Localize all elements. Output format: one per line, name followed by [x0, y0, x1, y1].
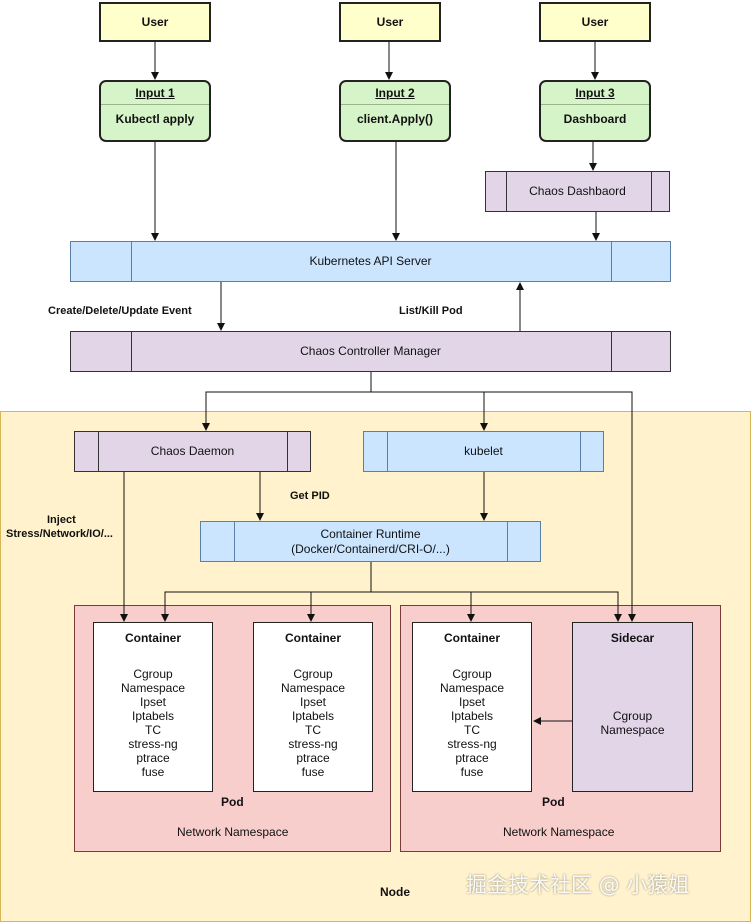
container-item: Iptabels	[131, 709, 175, 723]
container-box-1: Container Cgroup Namespace Ipset Iptabel…	[93, 622, 213, 792]
edge-runtime-sidecar	[471, 591, 622, 622]
kubelet-label: kubelet	[464, 444, 503, 458]
sidecar-item: Namespace	[600, 723, 665, 737]
container-item: Ipset	[458, 695, 485, 709]
api-server-box: Kubernetes API Server	[70, 241, 671, 282]
container-item-list: Cgroup Namespace Ipset Iptabels TC stres…	[413, 667, 531, 779]
node-label: Node	[380, 885, 410, 899]
container-item: Iptabels	[450, 709, 494, 723]
kubelet-box: kubelet	[363, 431, 604, 472]
container-item: ptrace	[296, 751, 330, 765]
container-box-3: Container Cgroup Namespace Ipset Iptabel…	[412, 622, 532, 792]
container-item: TC	[145, 723, 161, 737]
controller-manager-label: Chaos Controller Manager	[300, 344, 441, 358]
container-item: Iptabels	[291, 709, 335, 723]
container-item: fuse	[301, 765, 325, 779]
container-item: fuse	[460, 765, 484, 779]
input-1-divider	[101, 104, 209, 105]
create-event-label: Create/Delete/Update Event	[48, 305, 192, 317]
container-item: Namespace	[120, 681, 186, 695]
user-box-3: User	[539, 2, 651, 42]
container-runtime-box: Container Runtime (Docker/Containerd/CRI…	[200, 521, 541, 562]
user-box-2: User	[339, 2, 441, 42]
inject-label-line2: Stress/Network/IO/...	[6, 528, 113, 540]
container-item: fuse	[141, 765, 165, 779]
container-title: Container	[443, 631, 500, 645]
network-namespace-label-right: Network Namespace	[503, 825, 615, 839]
container-item: ptrace	[136, 751, 170, 765]
container-item: Namespace	[439, 681, 505, 695]
container-item: Namespace	[280, 681, 346, 695]
container-item-list: Cgroup Namespace Ipset Iptabels TC stres…	[94, 667, 212, 779]
input-3-title: Input 3	[575, 86, 615, 100]
container-item: Cgroup	[293, 667, 333, 681]
input-3-divider	[541, 104, 649, 105]
container-item: Cgroup	[452, 667, 492, 681]
list-kill-label: List/Kill Pod	[399, 305, 463, 317]
watermark-text: 掘金技术社区 @ 小猿姐	[466, 873, 690, 897]
inject-label-line1: Inject	[47, 514, 76, 526]
sidecar-item-list: Cgroup Namespace	[573, 709, 692, 737]
container-item: stress-ng	[288, 737, 338, 751]
edge-runtime-container3	[371, 591, 475, 622]
input-2-divider	[341, 104, 449, 105]
input-3-box: Input 3 Dashboard	[539, 80, 651, 142]
input-2-body: client.Apply()	[356, 112, 433, 126]
container-item: stress-ng	[128, 737, 178, 751]
edge-controller-kubelet	[371, 391, 488, 431]
container-title: Container	[284, 631, 341, 645]
chaos-dashboard-box: Chaos Dashbaord	[485, 171, 670, 212]
edge-controller-daemon	[202, 372, 372, 431]
container-item: Ipset	[139, 695, 166, 709]
chaos-dashboard-label: Chaos Dashbaord	[529, 184, 626, 198]
sidecar-item: Cgroup	[612, 709, 653, 723]
network-namespace-label-left: Network Namespace	[177, 825, 289, 839]
container-item: stress-ng	[447, 737, 497, 751]
container-box-2: Container Cgroup Namespace Ipset Iptabel…	[253, 622, 373, 792]
container-item: Cgroup	[133, 667, 173, 681]
edge-runtime-container1	[161, 562, 372, 622]
container-item: ptrace	[455, 751, 489, 765]
container-title: Container	[124, 631, 181, 645]
input-2-box: Input 2 client.Apply()	[339, 80, 451, 142]
chaos-daemon-label: Chaos Daemon	[150, 444, 235, 458]
container-runtime-title: Container Runtime	[320, 526, 421, 541]
input-1-title: Input 1	[135, 86, 175, 100]
sidecar-title: Sidecar	[610, 631, 655, 645]
input-3-body: Dashboard	[563, 112, 627, 126]
container-item: TC	[305, 723, 321, 737]
pod-label-left: Pod	[221, 795, 244, 809]
api-server-label: Kubernetes API Server	[309, 254, 432, 268]
input-2-title: Input 2	[375, 86, 415, 100]
container-item: TC	[464, 723, 480, 737]
sidecar-box: Sidecar Cgroup Namespace	[572, 622, 693, 792]
input-1-box: Input 1 Kubectl apply	[99, 80, 211, 142]
user-box-1: User	[99, 2, 211, 42]
container-runtime-subtitle: (Docker/Containerd/CRI-O/...)	[291, 541, 450, 556]
get-pid-label: Get PID	[290, 490, 330, 502]
pod-label-right: Pod	[542, 795, 565, 809]
controller-manager-box: Chaos Controller Manager	[70, 331, 671, 372]
chaos-daemon-box: Chaos Daemon	[74, 431, 311, 472]
edge-controller-sidecar	[371, 391, 636, 622]
container-item: Ipset	[299, 695, 326, 709]
container-item-list: Cgroup Namespace Ipset Iptabels TC stres…	[254, 667, 372, 779]
input-1-body: Kubectl apply	[115, 112, 195, 126]
